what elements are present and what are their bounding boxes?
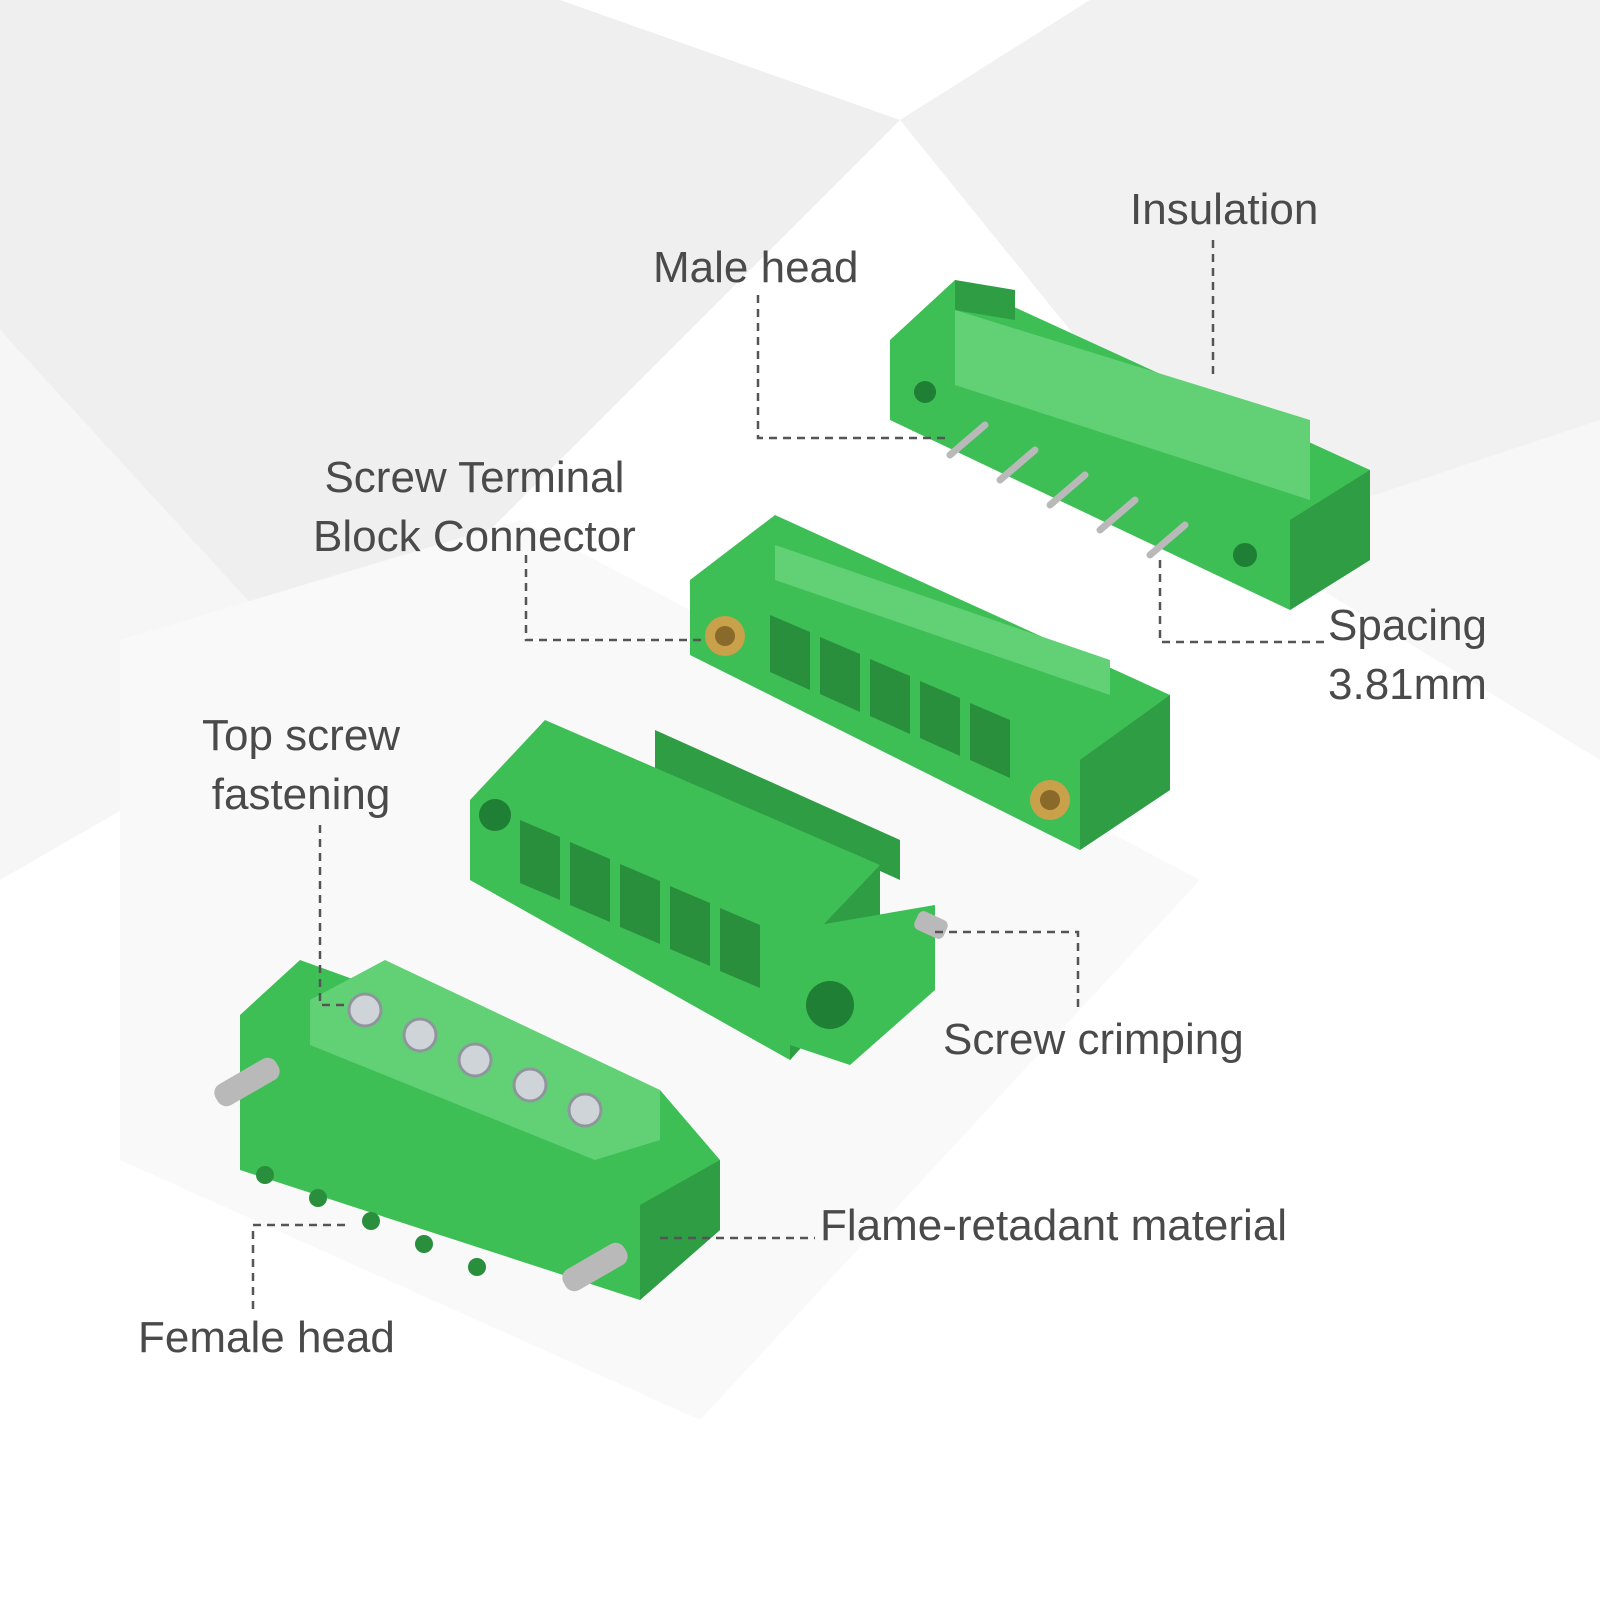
- label-male-head: Male head: [653, 243, 859, 292]
- plug-back-view: [470, 720, 948, 1065]
- wire-entries: [256, 1166, 486, 1276]
- label-spacing: Spacing 3.81mm: [1328, 601, 1488, 709]
- female-plug: [214, 960, 720, 1300]
- socket-openings: [770, 615, 1010, 778]
- right-screw: [562, 1242, 628, 1292]
- screw-heads: [347, 992, 603, 1128]
- label-flame-retardant: Flame-retadant material: [820, 1201, 1288, 1250]
- male-pins: [946, 421, 1189, 559]
- leader-lines: [251, 240, 1330, 1315]
- male-header: [890, 280, 1370, 610]
- pcb-socket-connector: [690, 515, 1170, 850]
- label-insulation: Insulation: [1130, 185, 1319, 234]
- label-top-screw: Top screw fastening: [202, 711, 401, 819]
- label-female-head: Female head: [138, 1313, 395, 1362]
- label-screw-crimping: Screw crimping: [943, 1015, 1244, 1064]
- plug-openings: [520, 820, 760, 988]
- label-screw-terminal: Screw Terminal Block Connector: [313, 453, 636, 561]
- left-screw: [214, 1057, 280, 1107]
